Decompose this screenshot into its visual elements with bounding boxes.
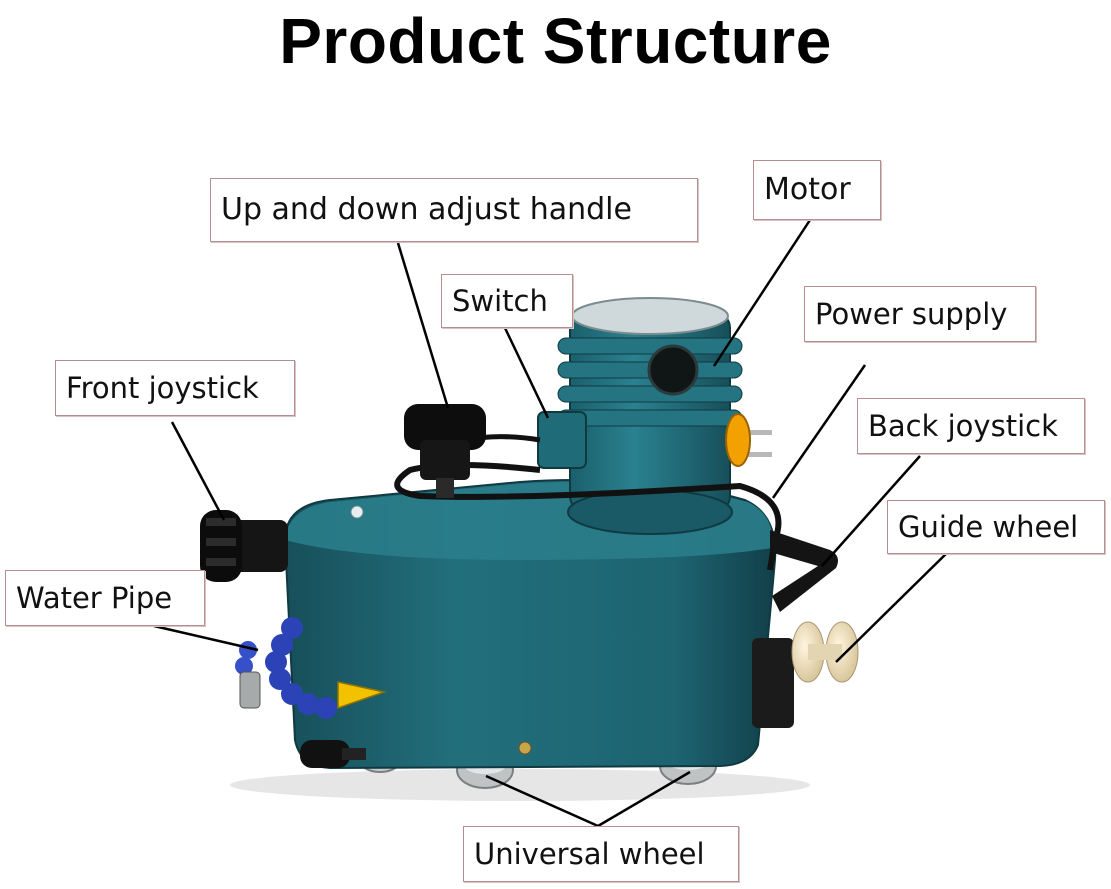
label-front-joystick: Front joystick: [55, 360, 295, 416]
power-pin-2: [748, 452, 772, 457]
page-title: Product Structure: [279, 5, 832, 77]
leader-power-supply: [771, 364, 867, 499]
label-water-pipe: Water Pipe: [5, 570, 205, 626]
leader-switch: [503, 327, 550, 419]
label-switch: Switch: [441, 274, 573, 328]
body-screw-front: [518, 741, 532, 755]
leader-guide-wheel: [835, 547, 953, 663]
body-screw-top: [350, 505, 364, 519]
guide-wheel: [752, 621, 859, 728]
label-motor: Motor: [753, 160, 881, 220]
motor-housing: [557, 297, 743, 535]
leader-back-joystick: [821, 455, 921, 567]
leader-up-down-handle: [396, 242, 450, 409]
power-pin-1: [748, 430, 772, 435]
label-guide-wheel: Guide wheel: [887, 500, 1105, 554]
up-down-handle: [404, 404, 486, 498]
leader-water-pipe: [153, 624, 259, 652]
ground-shadow: [230, 769, 810, 801]
leader-front-joystick: [170, 421, 226, 521]
water-nozzle: [337, 681, 387, 710]
motor-port: [647, 344, 699, 396]
label-up-down-handle: Up and down adjust handle: [210, 178, 698, 242]
leader-universal-wheel-2: [597, 770, 691, 828]
lock-knob: [300, 740, 366, 768]
back-joystick: [770, 530, 838, 612]
label-back-joystick: Back joystick: [857, 398, 1085, 454]
switch-box: [537, 411, 587, 469]
switch-knob: [725, 413, 751, 467]
label-universal-wheel: Universal wheel: [463, 826, 739, 882]
label-power-supply: Power supply: [804, 286, 1036, 342]
front-joystick: [200, 510, 288, 582]
leader-universal-wheel-1: [485, 774, 599, 828]
leader-motor: [712, 219, 812, 367]
